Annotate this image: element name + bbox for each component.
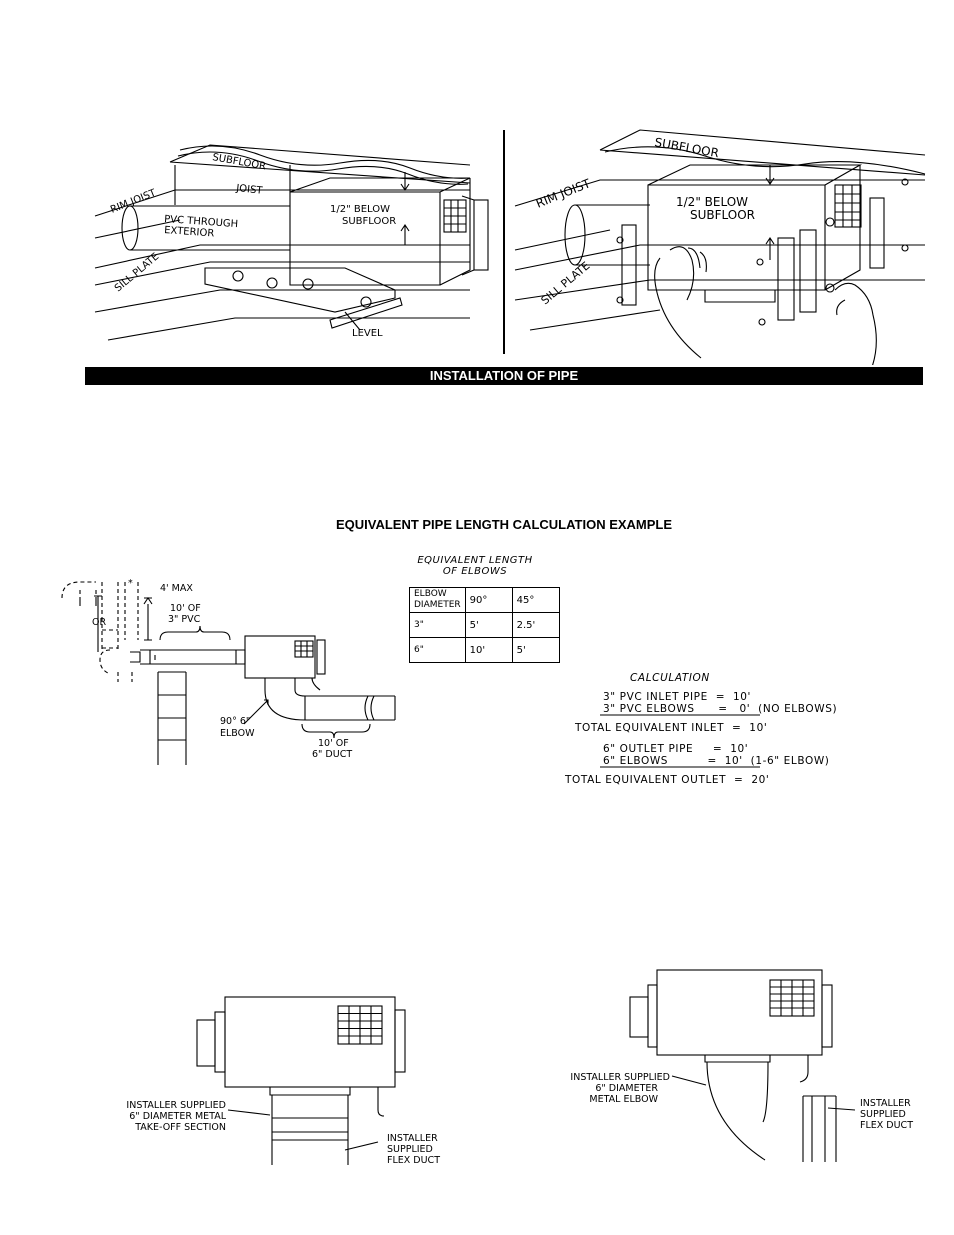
right-flex-duct-label-2: SUPPLIED [860, 1109, 906, 1120]
takeoff-label-3: TAKE-OFF SECTION [134, 1122, 226, 1133]
right-flex-duct-label-3: FLEX DUCT [860, 1120, 913, 1131]
elbow-label-1: 90° 6" [220, 716, 250, 727]
takeoff-label-1: INSTALLER SUPPLIED [126, 1100, 226, 1111]
calc-total-line: TOTAL EQUIVALENT INLET = 10' [575, 722, 768, 734]
calculation-heading: EQUIVALENT PIPE LENGTH CALCULATION EXAMP… [335, 517, 673, 532]
pvc-length-label-2: 3" PVC [168, 614, 201, 625]
duct-length-label-1: 10' OF [318, 738, 349, 749]
right-flex-duct-label-1: INSTALLER [860, 1098, 911, 1109]
max-label: 4' MAX [160, 583, 193, 594]
calculation-rules [600, 714, 760, 768]
table-cell: 10' [464, 637, 513, 663]
left-below-label-2: SUBFLOOR [342, 216, 396, 227]
calculation-block: CALCULATION 3" PVC INLET PIPE = 10' 3" P… [565, 672, 838, 786]
elbow-label-2: ELBOW [220, 728, 255, 739]
table-header-cell: ELBOW DIAMETER [409, 587, 466, 613]
elbow-table-title-line-2: OF ELBOWS [442, 566, 508, 577]
left-pvc-label-2: EXTERIOR [164, 225, 215, 239]
installation-illustration: SUBFLOOR RIM JOIST JOIST PVC THROUGH EXT… [94, 129, 926, 365]
left-pvc-label-1: PVC THROUGH [164, 214, 239, 230]
elbow-table-title-line-1: EQUIVALENT LENGTH [417, 555, 533, 566]
elbow-supply-label-2: 6" DIAMETER [595, 1083, 658, 1094]
calc-line: 3" PVC ELBOWS = 0' (NO ELBOWS) [603, 703, 838, 715]
flex-duct-label-1: INSTALLER [387, 1133, 438, 1144]
calc-line: 3" PVC INLET PIPE = 10' [603, 691, 752, 703]
elbow-supply-label-1: INSTALLER SUPPLIED [570, 1072, 670, 1083]
elbow-supply-label-3: METAL ELBOW [589, 1094, 658, 1105]
left-joist-label: JOIST [235, 183, 264, 197]
table-header-row: ELBOW DIAMETER 90° 45° [409, 587, 560, 613]
calc-line: 6" OUTLET PIPE = 10' [603, 743, 749, 755]
elbow-length-table: ELBOW DIAMETER 90° 45° 3" 5' 2.5' 6" 10'… [409, 587, 560, 663]
calc-line: 6" ELBOWS = 10' (1-6" ELBOW) [603, 755, 830, 767]
pipe-length-diagram: * 4' MAX OR 10' OF 3" PVC 90° 6" ELBOW 1… [61, 578, 396, 765]
duct-connection-drawings: INSTALLER SUPPLIED 6" DIAMETER METAL TAK… [126, 969, 913, 1166]
takeoff-drawing [196, 996, 406, 1165]
calc-total-line: TOTAL EQUIVALENT OUTLET = 20' [565, 774, 770, 786]
left-level-label: LEVEL [352, 328, 383, 339]
table-cell: 5' [511, 637, 560, 663]
installation-caption: INSTALLATION OF PIPE [85, 367, 923, 385]
right-installation-drawing [514, 129, 926, 365]
or-label: OR [92, 617, 106, 628]
table-header-cell: 45° [511, 587, 560, 613]
flex-duct-label-3: FLEX DUCT [387, 1155, 440, 1166]
left-installation-drawing [94, 144, 489, 341]
takeoff-label-2: 6" DIAMETER METAL [129, 1111, 226, 1122]
calculation-title: CALCULATION [630, 672, 710, 684]
elbow-table-title: EQUIVALENT LENGTH OF ELBOWS [400, 555, 550, 577]
right-below-label-1: 1/2" BELOW [676, 195, 748, 209]
table-cell: 2.5' [511, 612, 560, 638]
left-below-label-1: 1/2" BELOW [330, 204, 390, 215]
pvc-length-label-1: 10' OF [170, 603, 201, 614]
flex-duct-label-2: SUPPLIED [387, 1144, 433, 1155]
duct-length-label-2: 6" DUCT [312, 749, 352, 760]
asterisk-label: * [128, 578, 133, 589]
table-row: 6" 10' 5' [409, 637, 560, 663]
right-below-label-2: SUBFLOOR [690, 208, 755, 222]
elbow-drawing [629, 969, 856, 1162]
table-cell: 6" [409, 637, 466, 663]
